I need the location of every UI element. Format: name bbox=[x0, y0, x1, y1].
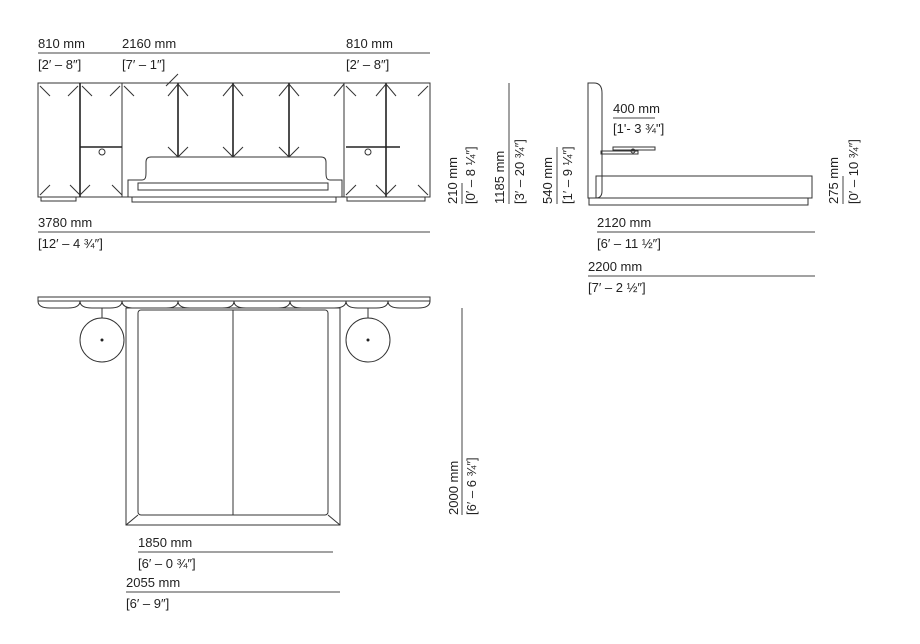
left-width-mm: 810 mm bbox=[38, 36, 85, 51]
right-width-mm: 810 mm bbox=[346, 36, 393, 51]
side-total-length-imperial: [7′ – 2 ½″] bbox=[588, 280, 646, 295]
bed-height-mm: 275 mm bbox=[826, 157, 841, 204]
plan-total-width-imperial: [6′ – 9″] bbox=[126, 596, 169, 611]
bed-height-imperial: [0′ – 10 ¾″] bbox=[846, 139, 861, 204]
left-width-imperial: [2′ – 8″] bbox=[38, 57, 81, 72]
nightstand-depth-mm: 400 mm bbox=[613, 101, 660, 116]
mattress-width-mm: 1850 mm bbox=[138, 535, 192, 550]
nightstand-height-mm: 540 mm bbox=[540, 157, 555, 204]
center-width-imperial: [7′ – 1″] bbox=[122, 57, 165, 72]
total-width-imperial: [12′ – 4 ¾″] bbox=[38, 236, 103, 251]
total-height-mm: 1185 mm bbox=[492, 151, 507, 204]
front-view bbox=[37, 73, 431, 203]
right-width-imperial: [2′ – 8″] bbox=[346, 57, 389, 72]
base-height-imperial: [0′ – 8 ¼″] bbox=[463, 146, 478, 204]
side-view: 400 mm [1'- 3 ¾"] 275 mm [0′ – 10 ¾″] 21… bbox=[587, 82, 861, 295]
total-width-mm: 3780 mm bbox=[38, 215, 92, 230]
side-length-imperial: [6′ – 11 ½″] bbox=[597, 236, 661, 251]
plan-length-mm: 2000 mm bbox=[446, 461, 461, 515]
side-length-mm: 2120 mm bbox=[597, 215, 651, 230]
side-total-length-mm: 2200 mm bbox=[588, 259, 642, 274]
center-width-mm: 2160 mm bbox=[122, 36, 176, 51]
height-dimensions: 210 mm [0′ – 8 ¼″] 1185 mm [3′ – 20 ¾″] … bbox=[445, 83, 575, 204]
plan-total-width-mm: 2055 mm bbox=[126, 575, 180, 590]
plan-length-imperial: [6′ – 6 ¾″] bbox=[464, 457, 479, 515]
fold-marks bbox=[39, 73, 429, 196]
nightstand-depth-imperial: [1'- 3 ¾"] bbox=[613, 121, 664, 136]
nightstand-height-imperial: [1′ – 9 ¼″] bbox=[560, 146, 575, 204]
base-height-mm: 210 mm bbox=[445, 157, 460, 204]
mattress-width-imperial: [6′ – 0 ¾″] bbox=[138, 556, 196, 571]
total-height-imperial: [3′ – 20 ¾″] bbox=[512, 139, 527, 204]
front-dimensions: 810 mm [2′ – 8″] 2160 mm [7′ – 1″] 810 m… bbox=[38, 36, 430, 251]
plan-view: 2000 mm [6′ – 6 ¾″] 1850 mm [6′ – 0 ¾″] … bbox=[37, 296, 479, 611]
